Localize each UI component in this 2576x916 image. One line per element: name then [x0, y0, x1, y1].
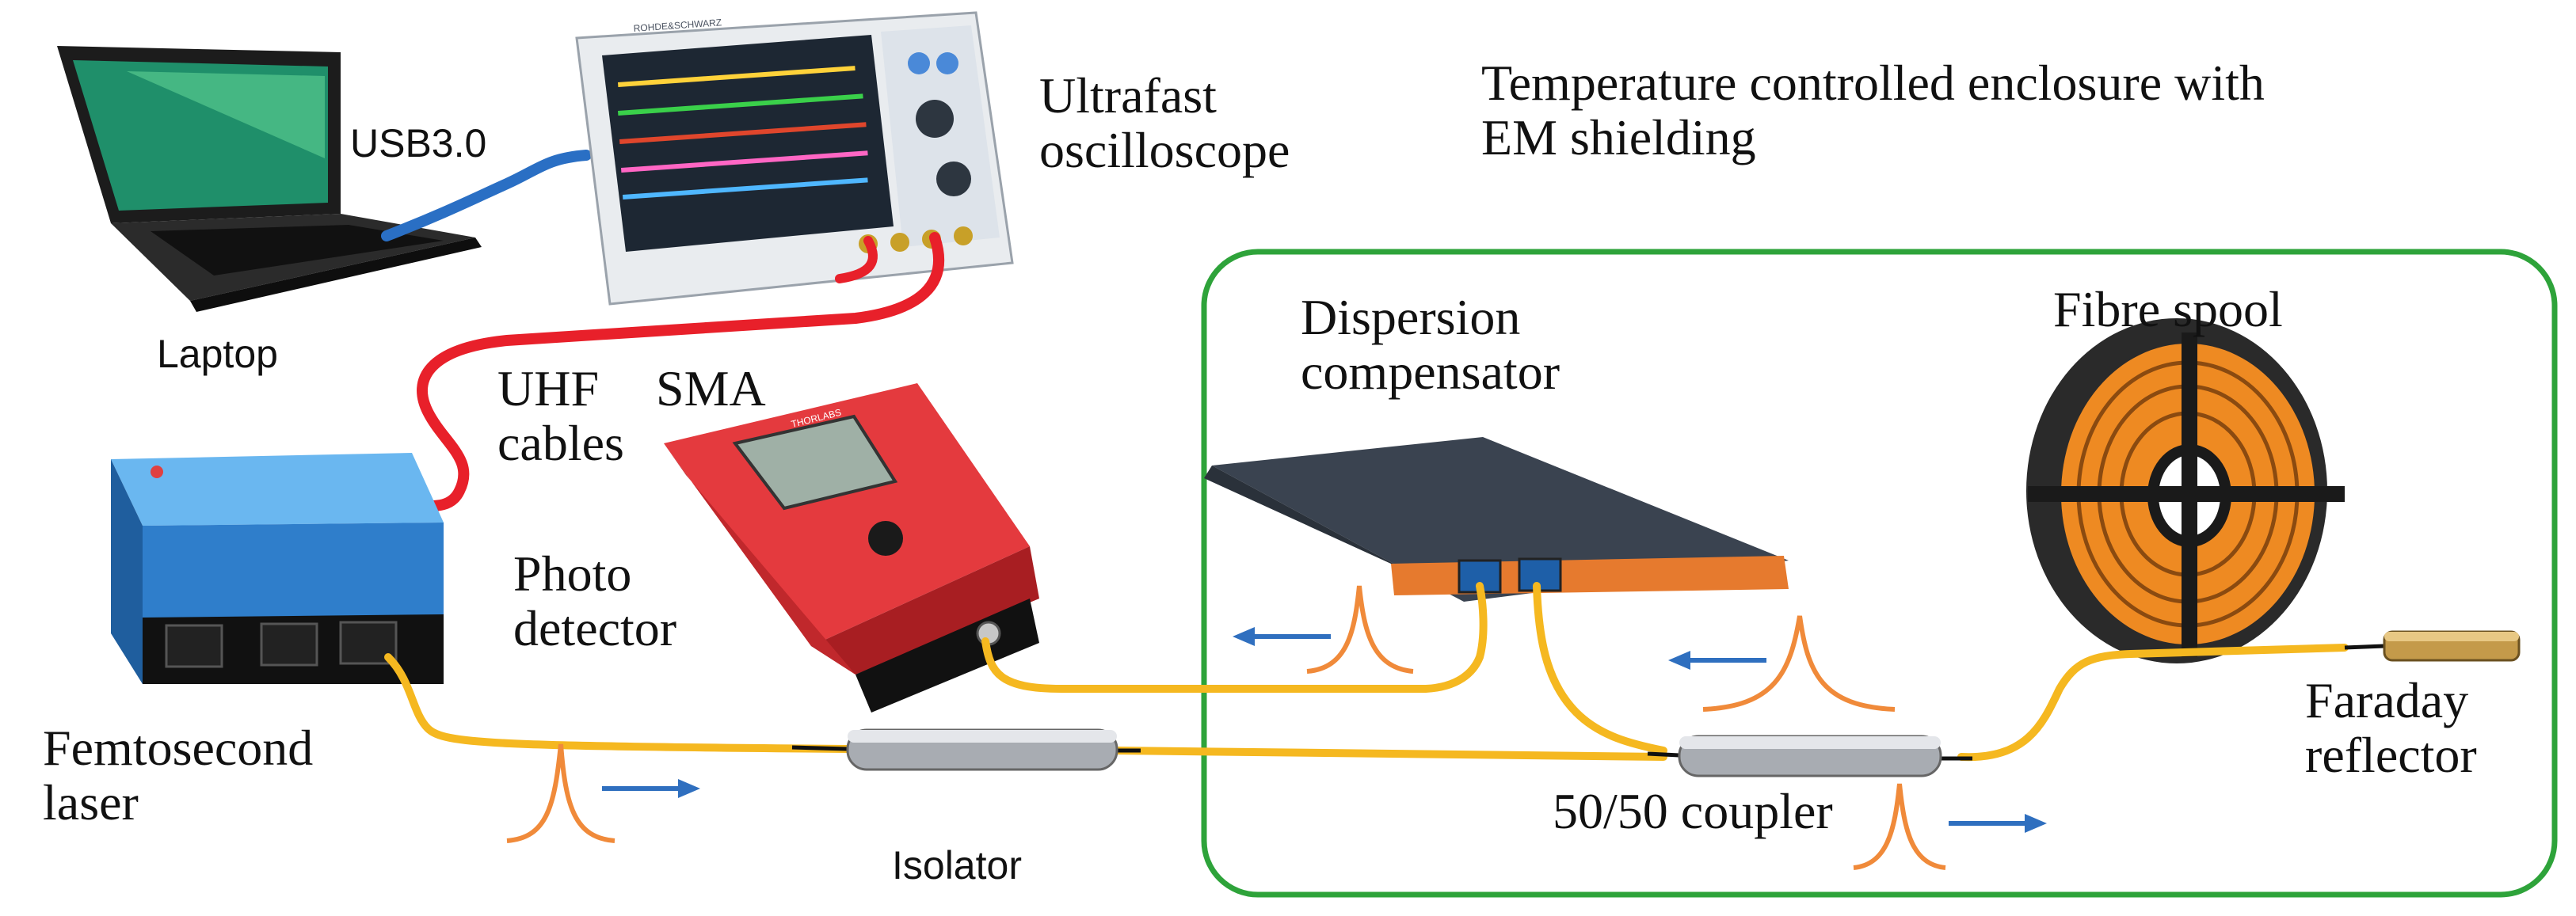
- pulse-coupler-output: [1853, 783, 1946, 870]
- fibre-compensator-to-coupler: [1533, 582, 1667, 754]
- dispersion-compensator-label: Dispersion compensator: [1301, 290, 1560, 399]
- dispersion-compensator-label-line-1: Dispersion: [1301, 289, 1521, 345]
- oscilloscope-label: Ultrafast oscilloscope: [1039, 68, 1290, 177]
- pulse-compensator-output: [1306, 585, 1414, 674]
- faraday-reflector-icon: [2344, 630, 2521, 662]
- femtosecond-laser-label: Femtosecond laser: [43, 720, 313, 830]
- uhf-cable-2: [835, 236, 878, 283]
- dispersion-compensator-icon: [1204, 437, 1789, 602]
- fibre-coupler-to-spool: [1957, 644, 2349, 762]
- photodetector-label-line-2: detector: [513, 600, 677, 657]
- uhf-cable: [391, 232, 944, 512]
- oscilloscope-label-line-2: oscilloscope: [1039, 122, 1290, 179]
- femtosecond-laser-icon: [111, 453, 444, 684]
- usb-label: USB3.0: [350, 121, 487, 165]
- faraday-reflector-label-line-2: reflector: [2305, 727, 2477, 784]
- enclosure-label: Temperature controlled enclosure with EM…: [1481, 55, 2265, 165]
- fibre-spool-label: Fibre spool: [2053, 281, 2283, 337]
- uhf-cables-label-line-2: cables: [497, 415, 624, 472]
- optical-pulses: [506, 585, 1946, 870]
- femtosecond-laser-label-line-1: Femtosecond: [43, 720, 314, 776]
- femtosecond-laser-label-line-2: laser: [43, 774, 139, 831]
- fibre-photodetector-to-compensator: [981, 582, 1488, 693]
- coupler-label: 50/50 coupler: [1553, 783, 1833, 839]
- photodetector-icon: THORLABS: [664, 383, 1039, 713]
- dispersion-compensator-label-line-2: compensator: [1301, 344, 1560, 401]
- enclosure-label-line-2: EM shielding: [1481, 109, 1756, 166]
- isolator-icon: [791, 728, 1141, 771]
- fibre-isolator-to-coupler: [1113, 747, 1667, 761]
- faraday-reflector-label-line-1: Faraday: [2305, 672, 2469, 728]
- direction-arrows: [602, 627, 2047, 833]
- pulse-reflected: [1702, 615, 1896, 712]
- oscilloscope-icon: ROHDE&SCHWARZ: [575, 11, 1014, 306]
- laptop-label: Laptop: [157, 332, 278, 376]
- pulse-laser-output: [506, 743, 615, 843]
- fibre-laser-to-isolator: [384, 653, 852, 753]
- photodetector-label: Photo detector: [513, 546, 676, 656]
- fibre-network: [384, 582, 2349, 762]
- faraday-reflector-label: Faraday reflector: [2305, 673, 2477, 782]
- laptop-icon: [57, 46, 482, 312]
- uhf-cables-label-line-1: UHF: [497, 360, 600, 416]
- enclosure-label-line-1: Temperature controlled enclosure with: [1481, 55, 2265, 111]
- fibre-spool-icon: [2026, 318, 2345, 663]
- isolator-label: Isolator: [892, 843, 1022, 887]
- sma-label: SMA: [656, 360, 766, 416]
- coupler-icon: [1647, 735, 1972, 777]
- enclosure-border: [1201, 249, 2558, 898]
- oscilloscope-label-line-1: Ultrafast: [1039, 67, 1217, 124]
- usb-cable: [381, 150, 592, 241]
- uhf-cables-label: UHF cables: [497, 361, 624, 470]
- photodetector-label-line-1: Photo: [513, 545, 632, 602]
